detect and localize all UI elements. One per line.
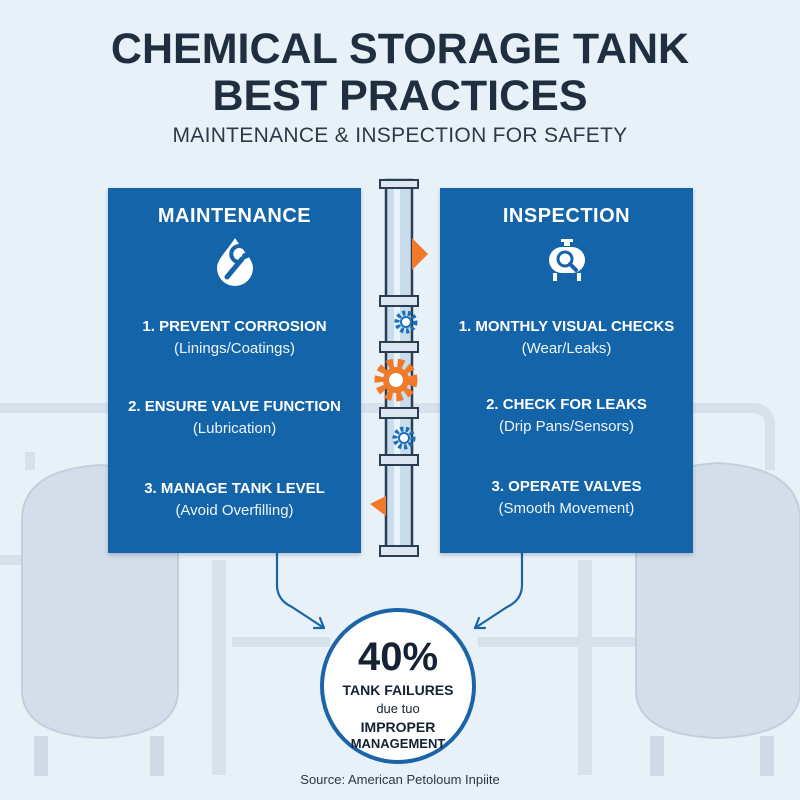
tank-magnifier-icon xyxy=(548,239,585,281)
statistic-label-line-1: TANK FAILURES xyxy=(342,682,454,698)
large-gear-icon xyxy=(374,358,418,402)
orange-marker-bottom xyxy=(370,496,386,516)
statistic-value: 40% xyxy=(357,635,439,679)
inspection-item-1-title: 1. MONTHLY VISUAL CHECKS xyxy=(458,318,675,335)
maintenance-title: MAINTENANCE xyxy=(157,205,312,227)
inspection-title: INSPECTION xyxy=(502,205,631,227)
small-gear-icon-bottom xyxy=(392,426,416,450)
maintenance-item-2: 2. ENSURE VALVE FUNCTION (Lubrication) xyxy=(108,398,361,438)
inspection-panel: INSPECTION 1. MONTHLY VISUAL CHECKS (Wea… xyxy=(440,188,693,553)
statistic-label-line-3: IMPROPER xyxy=(360,719,436,735)
inspection-item-1: 1. MONTHLY VISUAL CHECKS (Wear/Leaks) xyxy=(440,318,693,358)
inspection-item-3: 3. OPERATE VALVES (Smooth Movement) xyxy=(440,478,693,518)
orange-marker-top xyxy=(412,238,428,270)
inspection-item-3-title: 3. OPERATE VALVES xyxy=(491,478,642,495)
small-gear-icon-top xyxy=(394,310,418,334)
statistic-circle: 40% TANK FAILURES due tuo IMPROPER MANAG… xyxy=(320,608,476,764)
maintenance-item-1-title: 1. PREVENT CORROSION xyxy=(142,318,327,335)
statistic-label-line-2: due tuo xyxy=(376,701,420,716)
page-title-line-2: BEST PRACTICES xyxy=(212,72,588,120)
maintenance-item-3-title: 3. MANAGE TANK LEVEL xyxy=(144,480,325,497)
inspection-item-2-title: 2. CHECK FOR LEAKS xyxy=(486,396,647,413)
inspection-item-1-detail: (Wear/Leaks) xyxy=(521,340,612,357)
flow-arrows xyxy=(275,551,524,630)
page-subtitle: MAINTENANCE & INSPECTION FOR SAFETY xyxy=(172,124,628,147)
inspection-item-3-detail: (Smooth Movement) xyxy=(498,500,635,517)
maintenance-item-2-detail: (Lubrication) xyxy=(192,420,277,437)
source-citation: Source: American Petoloum Inpiite xyxy=(300,772,500,787)
maintenance-item-1: 1. PREVENT CORROSION (Linings/Coatings) xyxy=(108,318,361,358)
maintenance-item-3-detail: (Avoid Overfilling) xyxy=(175,502,294,519)
statistic-label-line-4: MANAGEMENT xyxy=(350,736,446,751)
page-title-line-1: CHEMICAL STORAGE TANK xyxy=(110,25,690,73)
wrench-drop-icon xyxy=(216,238,253,286)
maintenance-item-1-detail: (Linings/Coatings) xyxy=(174,340,295,357)
background-pipes xyxy=(0,403,775,647)
maintenance-item-2-title: 2. ENSURE VALVE FUNCTION xyxy=(128,398,341,415)
maintenance-item-3: 3. MANAGE TANK LEVEL (Avoid Overfilling) xyxy=(108,480,361,520)
inspection-item-2: 2. CHECK FOR LEAKS (Drip Pans/Sensors) xyxy=(440,396,693,436)
inspection-item-2-detail: (Drip Pans/Sensors) xyxy=(498,418,635,435)
maintenance-panel: MAINTENANCE 1. PREVENT CORROSION (Lining… xyxy=(108,188,361,553)
